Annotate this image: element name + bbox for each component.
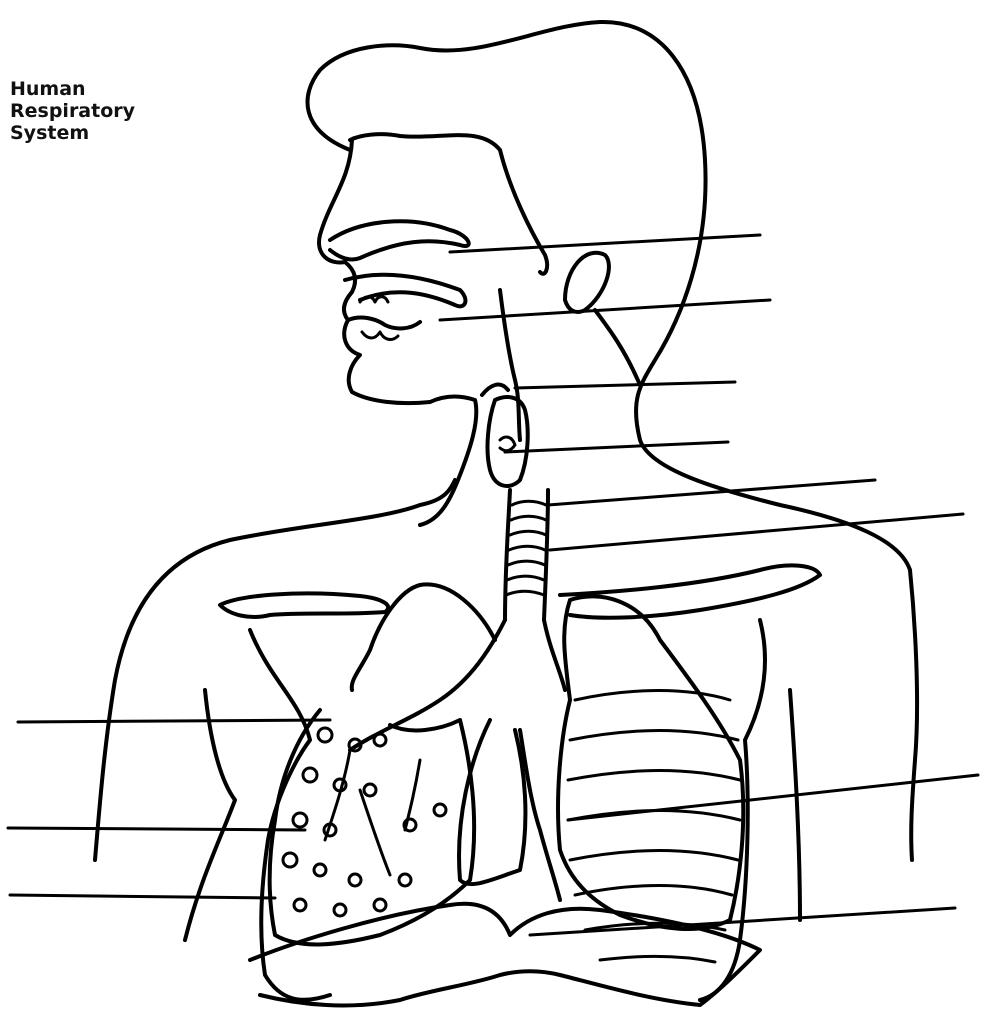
nose [319,140,352,263]
larynx-inner [500,437,515,451]
ear [565,253,609,312]
label-lines-left [8,720,330,898]
chin [344,320,430,403]
larynx [488,397,528,486]
shoulder-right [910,570,917,860]
bronchus-left-upper [352,584,495,690]
pharynx-back [500,290,520,440]
arm-left [185,690,235,940]
teeth-lower [362,332,398,339]
neck-back [595,310,640,385]
oral-cavity [345,275,465,307]
face-profile [350,134,547,274]
neck-left [95,480,455,860]
bronchioles-left [283,728,446,916]
lung-right [558,596,743,929]
diaphragm [250,904,760,1006]
tongue [348,318,420,329]
nasal-cavity [330,221,469,259]
rib-cage-right [700,620,765,1000]
label-lines-right [440,235,978,935]
bronchus-right [544,620,565,690]
arm-right [790,690,800,920]
clavicle-right [560,565,820,617]
teeth-upper [360,297,388,302]
pharynx-front [420,396,476,525]
heart [459,720,525,884]
epiglottis [482,385,508,395]
ribs-right [568,691,740,962]
trachea [505,490,548,620]
head-outline [308,22,910,570]
clavicle-left [220,593,388,617]
upper-lip [344,262,355,320]
